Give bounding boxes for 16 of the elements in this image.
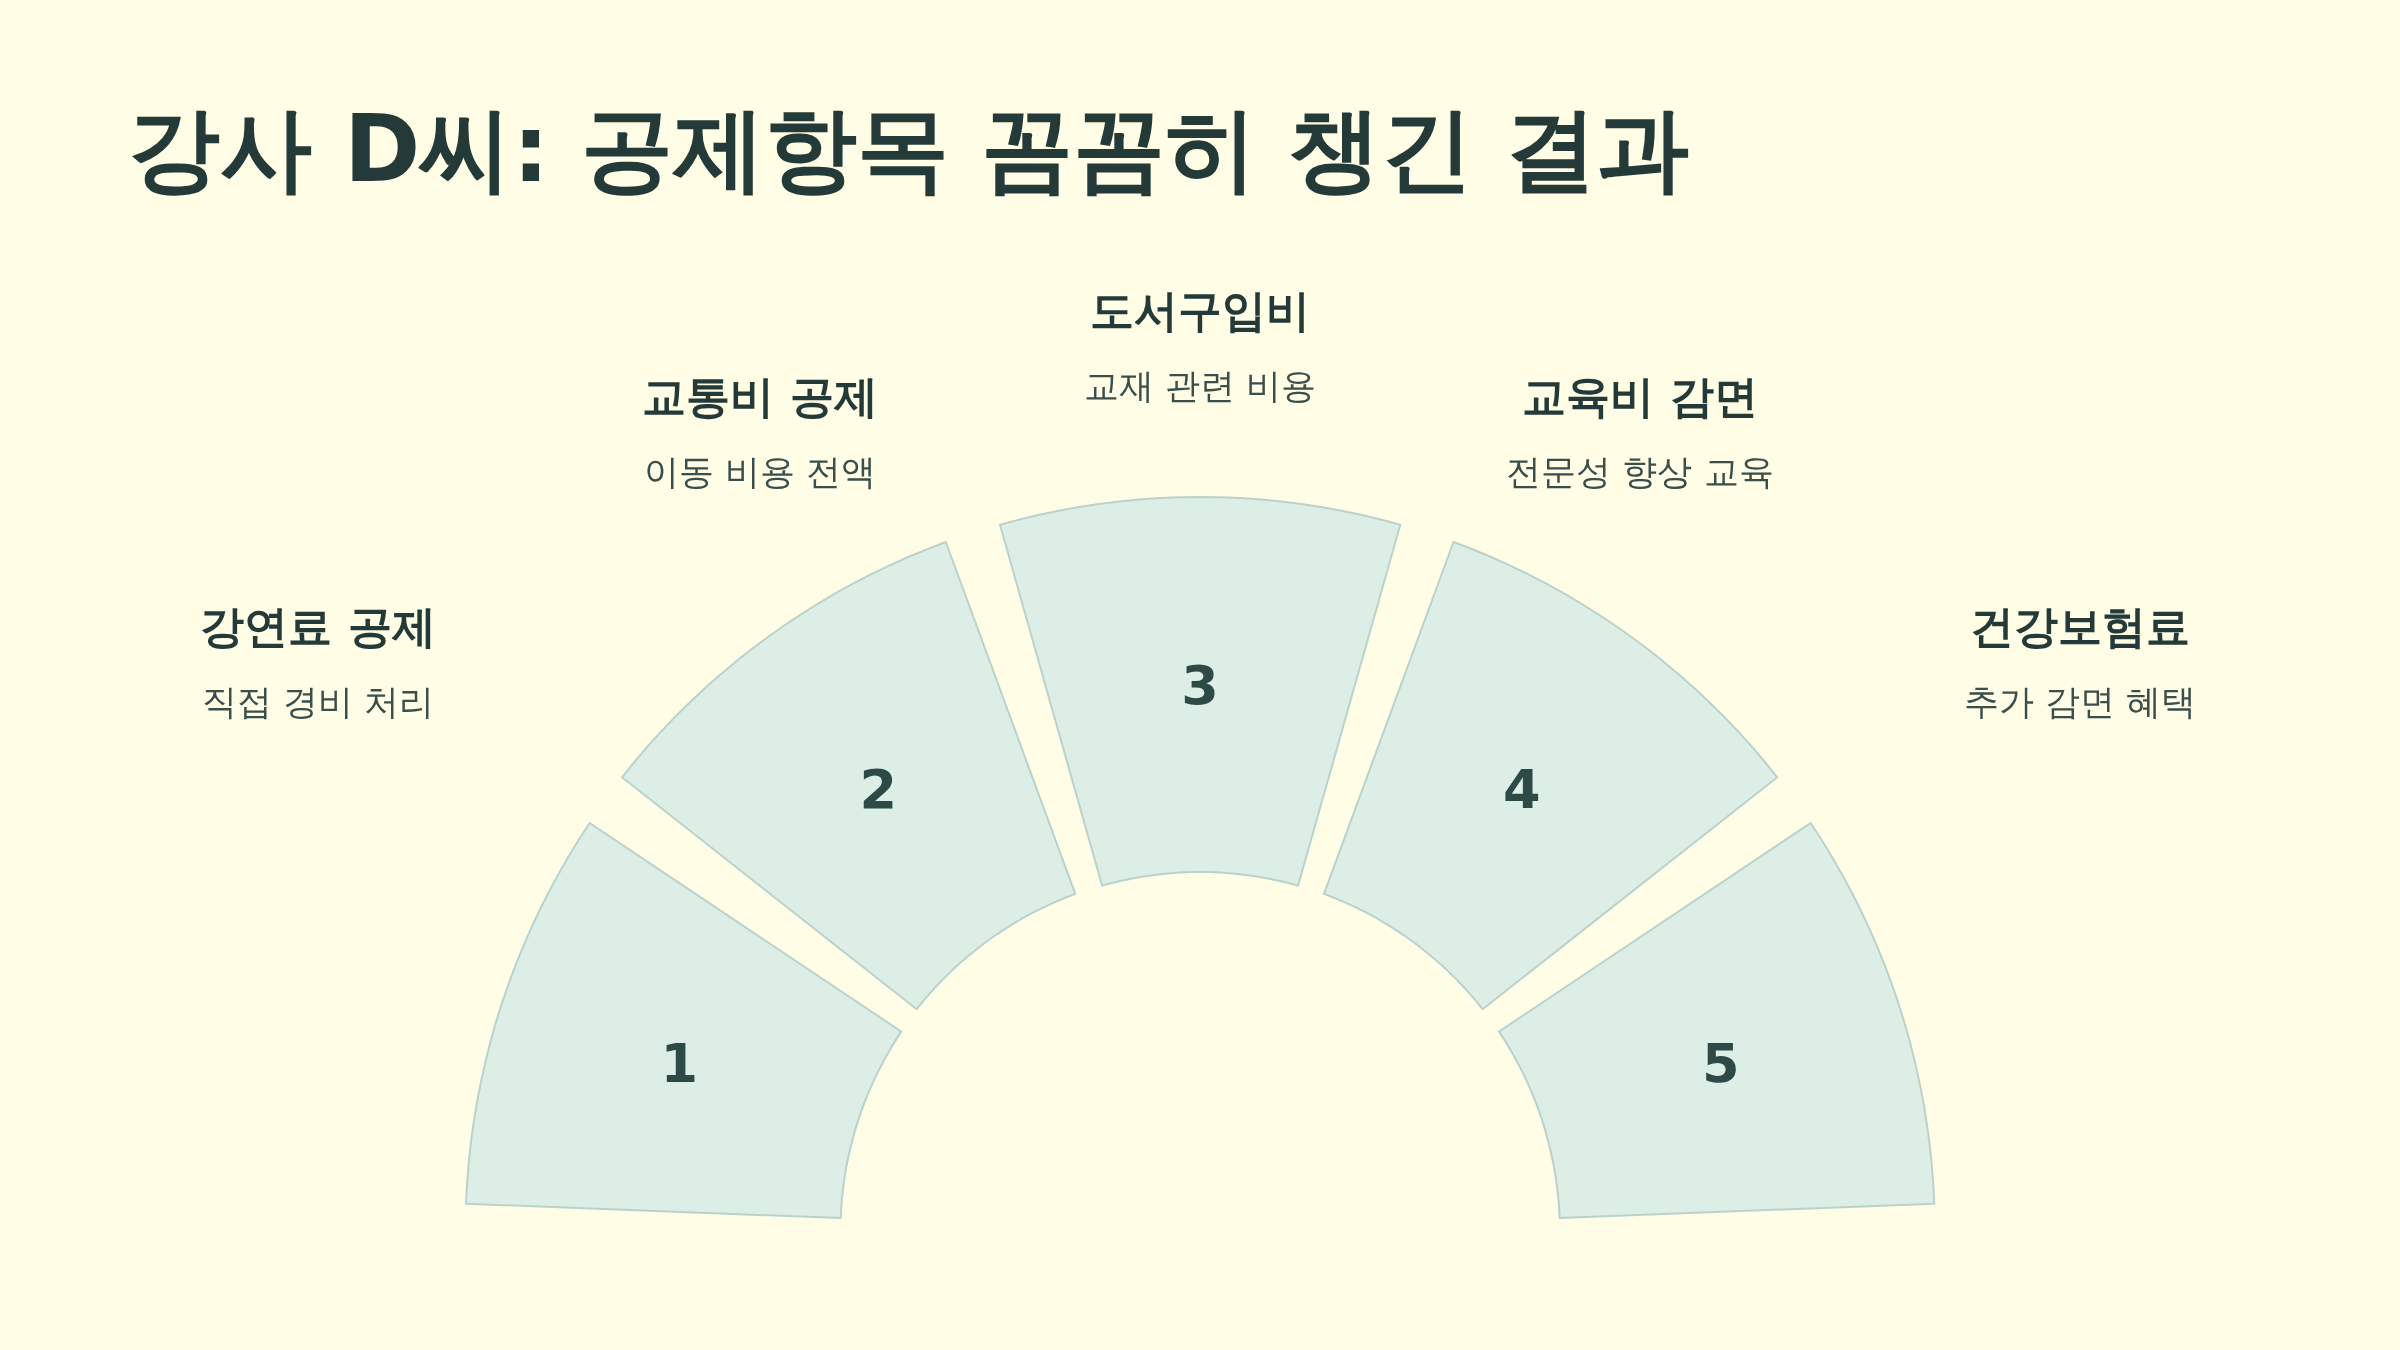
step-number: 5 (1701, 1031, 1740, 1095)
step-number: 1 (660, 1031, 699, 1095)
item-heading: 교통비 공제 (642, 370, 878, 424)
item-description: 전문성 향상 교육 (1506, 451, 1774, 494)
step-number: 3 (1181, 653, 1219, 716)
step-number: 4 (1503, 757, 1541, 821)
item-heading: 건강보험료 (1969, 600, 2191, 654)
item-heading: 도서구입비 (1089, 284, 1311, 338)
item-heading: 강연료 공제 (200, 600, 436, 654)
title: 강사 D씨: 공제항목 꼼꼼히 챙긴 결과 (128, 95, 1690, 205)
item-description: 교재 관련 비용 (1083, 365, 1317, 408)
item-description: 직접 경비 처리 (200, 681, 436, 724)
item-description: 이동 비용 전액 (642, 451, 878, 494)
step-number: 2 (859, 757, 897, 821)
item-description: 추가 감면 혜택 (1963, 681, 2197, 724)
item-heading: 교육비 감면 (1521, 370, 1759, 424)
